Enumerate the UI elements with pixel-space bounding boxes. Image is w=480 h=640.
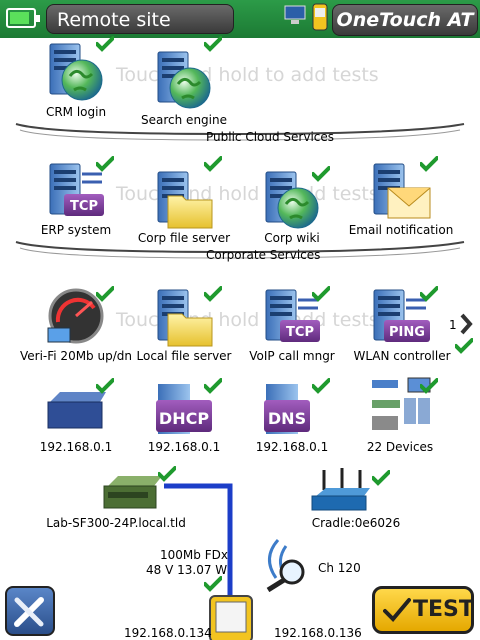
router-icon[interactable] (44, 388, 110, 432)
battery-icon (6, 8, 40, 28)
poe-label: 48 V 13.07 W (146, 563, 228, 577)
pass-check-icon (204, 36, 222, 52)
tcp-server-icon[interactable]: TCP (260, 286, 324, 350)
test-label-veri-fi[interactable]: Veri-Fi 20Mb up/dn (20, 349, 132, 363)
dhcp-ip-label[interactable]: 192.168.0.1 (147, 440, 221, 454)
link-speed-label: 100Mb FDx (160, 548, 228, 562)
tools-button[interactable] (5, 586, 55, 636)
dns-server-icon[interactable]: DNS (260, 382, 324, 436)
pass-check-icon (204, 576, 222, 592)
pass-check-icon (420, 286, 438, 302)
test-label-corp-wiki[interactable]: Corp wiki (264, 231, 320, 245)
group-label-corporate[interactable]: Corporate Services (206, 248, 321, 262)
switch-icon[interactable] (100, 474, 164, 514)
switch-name-label[interactable]: Lab-SF300-24P.local.tld (46, 516, 186, 530)
pass-check-icon (204, 378, 222, 394)
pass-check-icon (420, 378, 438, 394)
chevron-right-icon[interactable] (458, 312, 474, 336)
access-point-icon[interactable] (308, 466, 376, 514)
pass-check-icon (372, 470, 390, 486)
email-icon[interactable] (368, 160, 432, 224)
dhcp-server-icon[interactable]: DHCP (152, 382, 216, 436)
wifi-ip-label[interactable]: 192.168.0.136 (274, 626, 362, 640)
test-label-email-notification[interactable]: Email notification (348, 223, 454, 237)
pass-check-icon (158, 466, 176, 482)
folder-server-icon[interactable] (152, 168, 216, 232)
wired-link-line (164, 483, 233, 604)
pass-check-icon (96, 36, 114, 52)
dns-icon-text: DNS (268, 409, 306, 428)
pass-check-icon (312, 166, 330, 182)
pass-check-icon (312, 378, 330, 394)
profile-button[interactable]: Remote site profile (46, 4, 234, 61)
wifi-search-icon[interactable] (258, 534, 314, 592)
wifi-channel-label: Ch 120 (318, 561, 361, 575)
pass-check-icon (312, 286, 330, 302)
svg-text:TCP: TCP (286, 325, 314, 340)
pass-check-icon (96, 378, 114, 394)
pass-check-icon (455, 338, 473, 354)
pass-check-icon (204, 156, 222, 172)
handheld-icon[interactable] (312, 3, 328, 31)
tools-icon (14, 597, 44, 627)
test-label-corp-file-server[interactable]: Corp file server (137, 231, 231, 245)
test-label-erp-system[interactable]: ERP system (40, 223, 112, 237)
product-name-button[interactable]: OneTouch AT (332, 4, 478, 36)
globe-server-icon[interactable] (152, 48, 216, 112)
svg-text:PING: PING (389, 325, 425, 340)
group-bracket (15, 241, 465, 259)
group-label-public-cloud[interactable]: Public Cloud Services (206, 130, 335, 144)
test-button[interactable]: TEST (372, 586, 474, 634)
computer-icon[interactable] (284, 5, 306, 25)
router-ip-label[interactable]: 192.168.0.1 (39, 440, 113, 454)
group-bracket (15, 123, 465, 141)
access-point-label[interactable]: Cradle:0e6026 (311, 516, 401, 530)
wired-ip-label[interactable]: 192.168.0.134 (124, 626, 212, 640)
onetouch-device-icon[interactable] (208, 594, 254, 640)
tcp-server-icon[interactable]: TCP (44, 160, 108, 224)
check-icon (383, 598, 411, 622)
test-label-local-file-server[interactable]: Local file server (136, 349, 232, 363)
pass-check-icon (204, 286, 222, 302)
pass-check-icon (96, 156, 114, 172)
svg-text:TCP: TCP (70, 199, 98, 214)
devices-count-label[interactable]: 22 Devices (366, 440, 434, 454)
page-number: 1 (449, 318, 457, 332)
pass-check-icon (96, 286, 114, 302)
dhcp-icon-text: DHCP (159, 409, 209, 428)
test-label-voip-call-mngr[interactable]: VoIP call mngr (249, 349, 335, 363)
dns-ip-label[interactable]: 192.168.0.1 (255, 440, 329, 454)
test-label-search-engine[interactable]: Search engine (141, 113, 227, 127)
pass-check-icon (420, 156, 438, 172)
gauge-icon[interactable] (44, 286, 108, 350)
test-label-wlan-controller[interactable]: WLAN controller (353, 349, 451, 363)
test-label-crm-login[interactable]: CRM login (45, 105, 107, 119)
test-button-label: TEST (413, 597, 474, 622)
ping-server-icon[interactable]: PING (368, 286, 432, 350)
